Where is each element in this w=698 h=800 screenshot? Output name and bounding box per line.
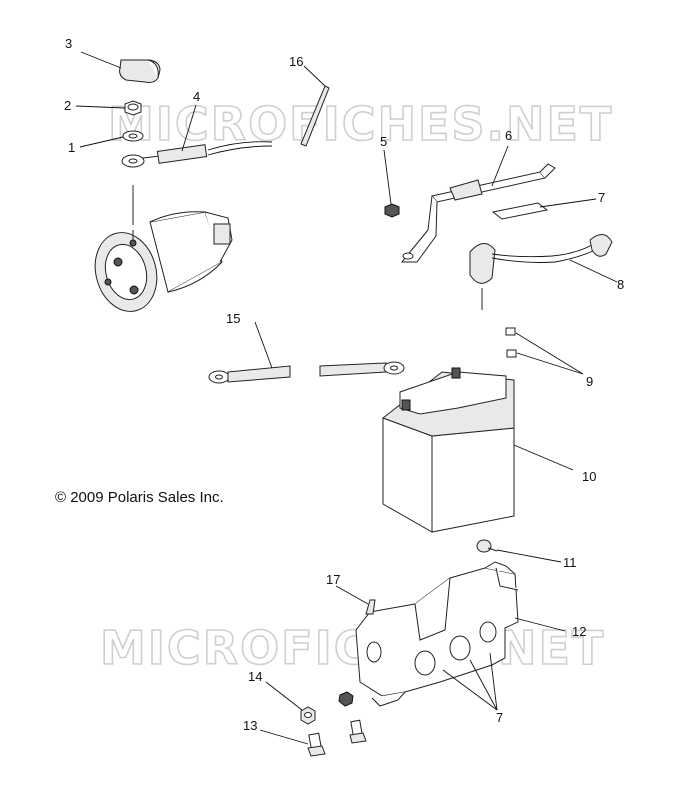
callout-17: 17 [326,572,340,587]
callout-7-top: 7 [598,190,605,205]
callout-4: 4 [193,89,200,104]
nut [124,100,142,116]
starter-motor [94,185,233,312]
nut-5 [384,203,400,218]
terminal-boot [119,59,161,83]
starter-cable [121,141,273,168]
callout-7-bottom: 7 [496,710,503,725]
callout-6: 6 [505,128,512,143]
callout-labels: 3 2 1 4 16 5 6 7 8 9 10 11 12 13 14 15 1… [64,36,624,733]
callout-8: 8 [617,277,624,292]
copyright-text: © 2009 Polaris Sales Inc. [55,489,224,506]
ground-cable [208,361,405,384]
strap [300,85,330,147]
callout-9: 9 [586,374,593,389]
battery-box [338,561,519,707]
pad [491,202,549,220]
watermark-top: MICROFICHES.NET [108,97,613,151]
screw-11 [476,539,498,553]
washer [122,130,144,142]
callout-13: 13 [243,718,257,733]
bolt-13 [307,732,326,757]
callout-12: 12 [572,624,586,639]
leader-lines [75,51,618,745]
callout-3: 3 [65,36,72,51]
bracket [400,163,556,263]
watermark-bottom: MICROFICHES.NET [100,621,605,675]
callout-2: 2 [64,98,71,113]
battery [381,367,515,533]
callout-15: 15 [226,311,240,326]
terminal-screws [505,327,517,358]
callout-11: 11 [563,555,577,570]
callout-1: 1 [68,140,75,155]
callout-10: 10 [582,469,596,484]
boot-cable [469,234,613,310]
nut-14 [300,706,316,725]
callout-14: 14 [248,669,262,684]
callout-5: 5 [380,134,387,149]
callout-16: 16 [289,54,303,69]
bolt-second [349,719,367,744]
